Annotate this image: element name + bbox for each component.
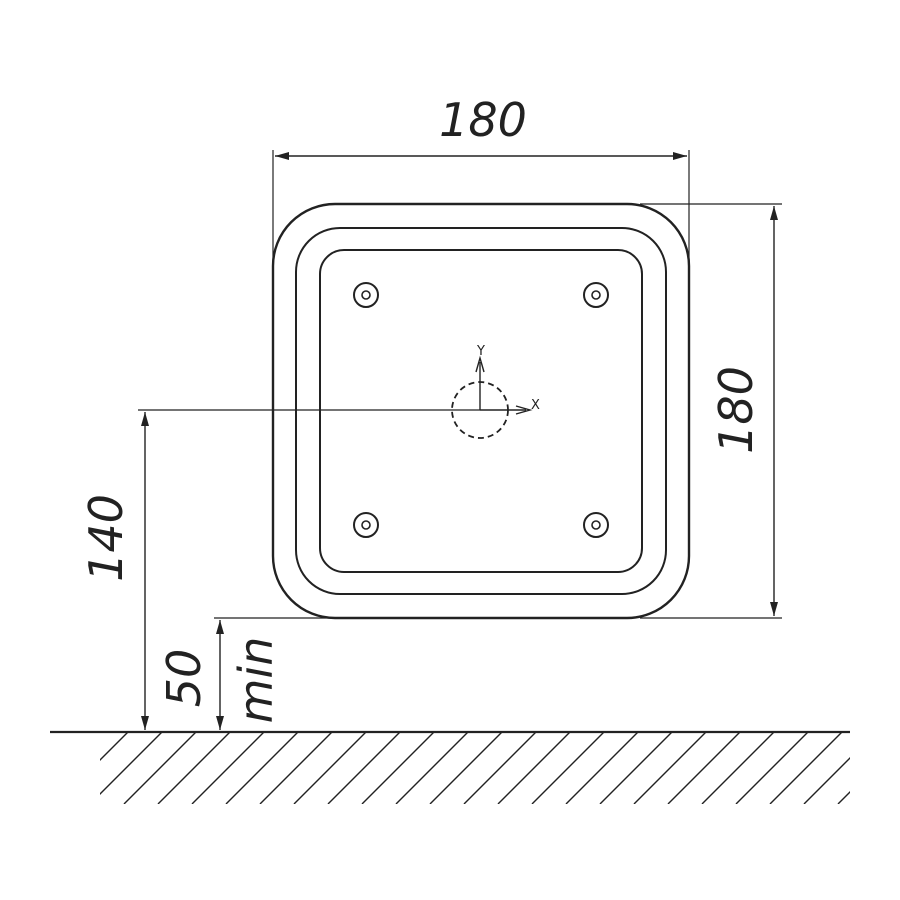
hatch-line <box>259 732 333 804</box>
inner-plate <box>319 249 643 573</box>
floor <box>0 730 850 804</box>
mounting-holes <box>353 282 609 538</box>
hatch-line <box>123 732 197 804</box>
x-axis-label: X <box>531 398 540 413</box>
y-axis-label: Y <box>476 344 485 359</box>
hatch-line <box>100 732 129 761</box>
y-axis-arrow <box>475 355 485 373</box>
hatch-line <box>497 732 571 804</box>
middle-contour <box>295 227 667 595</box>
clearance-min-label: min <box>229 637 283 724</box>
width-arrow-right <box>673 152 687 160</box>
center-origin: Y X <box>451 344 540 439</box>
width-arrow-left <box>275 152 289 160</box>
hatch-line <box>599 732 673 804</box>
device-body <box>271 202 691 620</box>
x-axis-arrow <box>515 405 533 415</box>
mounting-hole-icon <box>583 282 609 308</box>
center-height-arrow-top <box>141 412 149 426</box>
hatch-line <box>667 732 741 804</box>
hatch-line <box>361 732 435 804</box>
mounting-hole-icon <box>353 282 379 308</box>
floor-hatch <box>0 732 850 804</box>
height-dimension: 180 <box>640 203 782 619</box>
hatch-line <box>22 732 94 804</box>
width-dimension: 180 <box>272 93 690 265</box>
hatch-line <box>395 732 469 804</box>
clearance-arrow-top <box>216 620 224 634</box>
height-arrow-bottom <box>770 602 778 616</box>
center-height-value: 140 <box>79 494 133 582</box>
hatch-line <box>191 732 265 804</box>
mounting-hole-icon <box>353 512 379 538</box>
hatch-line <box>565 732 639 804</box>
width-value: 180 <box>439 93 527 147</box>
hatch-line <box>463 732 537 804</box>
center-height-dimension: 140 <box>79 409 480 730</box>
outer-contour <box>271 202 691 620</box>
hatch-line <box>769 732 843 804</box>
hatch-line <box>0 732 60 804</box>
hatch-line <box>100 732 163 795</box>
clearance-value: 50 <box>157 649 211 708</box>
hatch-line <box>735 732 809 804</box>
hatch-line <box>157 732 231 804</box>
hatch-line <box>531 732 605 804</box>
hatch-line <box>293 732 367 804</box>
height-arrow-top <box>770 206 778 220</box>
hatch-line <box>837 791 850 804</box>
clearance-dimension: 50 min <box>157 617 340 730</box>
height-value: 180 <box>709 366 763 454</box>
hatch-line <box>803 757 850 804</box>
center-height-arrow-bottom <box>141 716 149 730</box>
hatch-line <box>429 732 503 804</box>
clearance-arrow-bottom <box>216 716 224 730</box>
mounting-hole-icon <box>583 512 609 538</box>
hatch-line <box>225 732 299 804</box>
hatch-line <box>633 732 707 804</box>
hatch-line <box>327 732 401 804</box>
hatch-line <box>701 732 775 804</box>
